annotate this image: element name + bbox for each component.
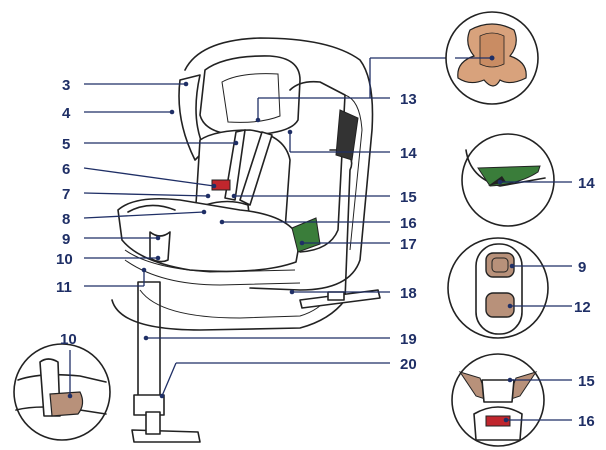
detail-callout-15: 15	[578, 373, 595, 390]
callout-16: 16	[400, 215, 417, 232]
detail-head-insert	[446, 12, 538, 104]
callout-4: 4	[62, 105, 71, 122]
detail-adjust-lever: 14	[462, 134, 595, 226]
detail-buttons: 9 12	[448, 238, 591, 338]
callout-10: 10	[56, 251, 73, 268]
detail-callout-12: 12	[574, 299, 591, 316]
callout-5: 5	[62, 136, 70, 153]
callout-14: 14	[400, 145, 417, 162]
callout-20: 20	[400, 356, 417, 373]
callout-8: 8	[62, 211, 70, 228]
leg-foot	[132, 430, 200, 442]
callout-3: 3	[62, 77, 70, 94]
headrest	[200, 56, 300, 135]
callout-19: 19	[400, 331, 417, 348]
detail-callout-14: 14	[578, 175, 595, 192]
callout-6: 6	[62, 161, 70, 178]
callout-11: 11	[56, 279, 72, 296]
detail-callout-16: 16	[578, 413, 595, 430]
button-9	[486, 253, 514, 277]
detail-belt-guide: 10	[14, 331, 110, 440]
detail-callout-10: 10	[60, 331, 77, 348]
support-leg	[138, 282, 160, 400]
callout-17: 17	[400, 236, 417, 253]
callout-7: 7	[62, 186, 70, 203]
callout-15: 15	[400, 189, 417, 206]
callout-9: 9	[62, 231, 70, 248]
detail-harness-buckle: 15 16	[452, 354, 595, 446]
detail-callout-9: 9	[578, 259, 586, 276]
callout-18: 18	[400, 285, 417, 302]
callout-13: 13	[400, 91, 417, 108]
